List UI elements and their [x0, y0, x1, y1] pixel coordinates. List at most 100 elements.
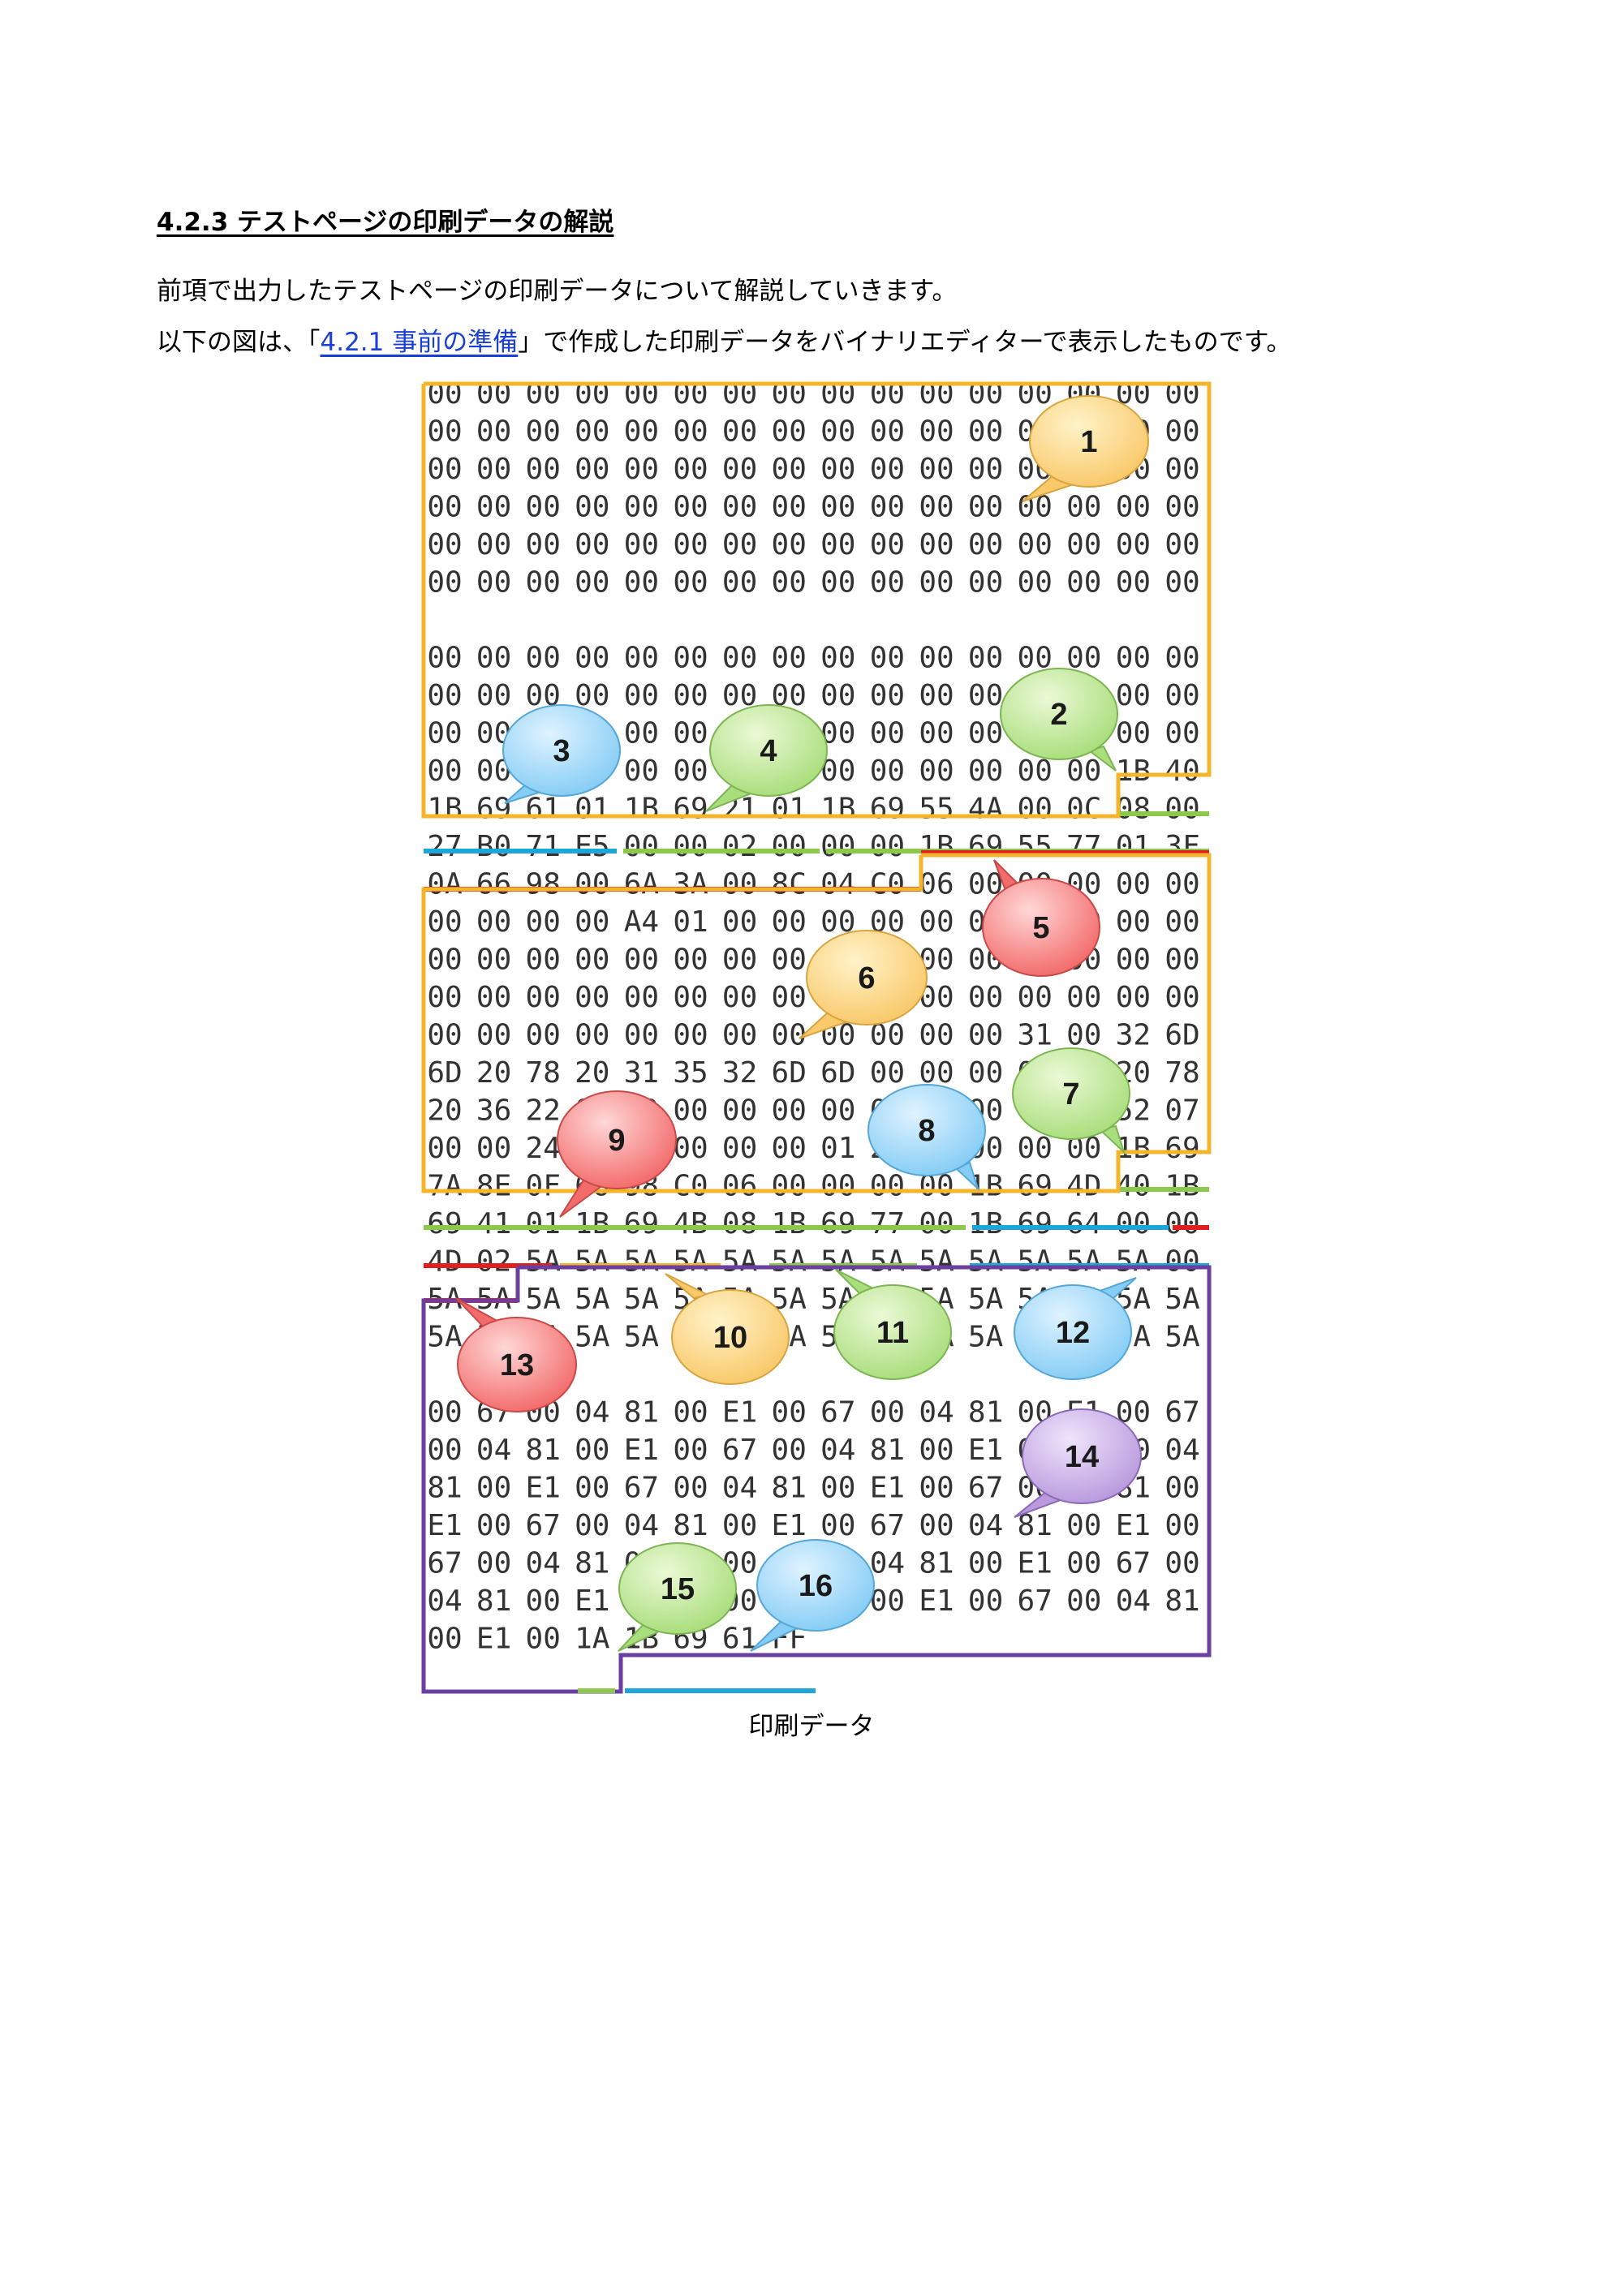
callout-15: 15 [618, 1542, 737, 1652]
link-prep-section[interactable]: 4.2.1 事前の準備 [320, 328, 519, 357]
hex-byte: 04 [1165, 1434, 1199, 1467]
callout-number: 10 [713, 1321, 747, 1355]
hex-byte: 1B [624, 793, 659, 826]
hex-byte: 00 [1018, 1132, 1053, 1165]
hex-byte: 00 [427, 642, 462, 675]
hex-byte: 5A [624, 1321, 660, 1354]
hex-byte: 6D [820, 1056, 855, 1090]
hex-byte: 08 [1116, 793, 1151, 826]
hex-byte: 00 [772, 566, 807, 600]
hex-byte: 00 [427, 491, 462, 524]
callout-bubble [982, 878, 1100, 977]
hex-byte: 41 [476, 1207, 511, 1240]
hex-byte: 67 [624, 1472, 659, 1505]
hex-byte: 1B [968, 1207, 1003, 1240]
hex-byte: 06 [722, 1170, 757, 1203]
hex-byte: 00 [772, 415, 807, 449]
hex-byte: 0C [1066, 793, 1101, 826]
hex-byte: 00 [919, 453, 954, 486]
hex-byte: 00 [968, 491, 1003, 524]
hex-byte: 00 [870, 1584, 905, 1618]
hex-byte: 00 [526, 905, 561, 939]
callout-bubble [833, 1284, 952, 1380]
hex-byte: 00 [1116, 528, 1151, 561]
hex-byte: 00 [722, 491, 757, 524]
hex-byte: 00 [673, 528, 708, 561]
callout-bubble [1012, 1047, 1130, 1140]
hex-byte: B0 [476, 830, 511, 863]
hex-byte: 00 [575, 905, 609, 939]
hex-byte: 04 [820, 868, 855, 901]
hex-byte: 69 [1018, 1170, 1053, 1203]
hex-byte: 00 [772, 1170, 807, 1203]
hex-byte: E1 [575, 1584, 609, 1618]
callout-number: 11 [876, 1316, 909, 1350]
hex-byte: 00 [820, 1509, 855, 1542]
callout-bubble [557, 1090, 677, 1189]
hex-byte: 04 [722, 1472, 757, 1505]
hex-byte: 00 [1066, 566, 1101, 600]
hex-byte: 00 [1066, 755, 1101, 788]
hex-byte: 1B [820, 793, 855, 826]
hex-byte: 00 [870, 717, 905, 750]
hex-byte: 77 [870, 1207, 905, 1240]
hex-byte: 20 [476, 1056, 511, 1090]
hex-byte: 00 [476, 1472, 511, 1505]
hex-byte: 00 [624, 642, 659, 675]
hex-byte: E1 [427, 1509, 462, 1542]
hex-byte: 00 [722, 453, 757, 486]
callout-number: 7 [1062, 1077, 1079, 1111]
hex-byte: 00 [722, 944, 757, 977]
hex-byte: 5A [1018, 1245, 1053, 1279]
hex-byte: 00 [624, 717, 659, 750]
hex-byte: 67 [820, 1396, 855, 1430]
hex-byte: 1B [1165, 1170, 1199, 1203]
hex-byte: 00 [968, 642, 1003, 675]
hex-byte: 00 [476, 1509, 511, 1542]
callout-13: 13 [455, 1297, 577, 1412]
hex-byte: 00 [1066, 528, 1101, 561]
callout-number: 13 [500, 1348, 534, 1382]
hex-byte: 00 [1018, 793, 1053, 826]
hex-byte: 00 [427, 453, 462, 486]
hex-byte: 36 [476, 1094, 511, 1128]
hex-byte: 1A [575, 1623, 610, 1656]
hex-byte: 00 [772, 1434, 807, 1467]
hex-byte: 00 [1116, 566, 1151, 600]
hex-byte: 69 [820, 1207, 855, 1240]
hex-byte: 00 [1116, 1207, 1151, 1240]
hex-byte: 00 [673, 944, 708, 977]
hex-byte: 81 [673, 1509, 708, 1542]
hex-byte: 3A [673, 868, 708, 901]
hex-byte: 22 [526, 1094, 561, 1128]
hex-byte: 5A [575, 1245, 610, 1279]
hex-byte: 00 [1018, 981, 1053, 1014]
hex-byte: 00 [624, 528, 659, 561]
hex-byte: 00 [624, 491, 659, 524]
callout-14: 14 [1014, 1408, 1142, 1518]
callout-8: 8 [867, 1084, 986, 1192]
hex-byte: 1B [772, 1207, 807, 1240]
hex-byte: 00 [427, 755, 462, 788]
hex-byte: 00 [820, 642, 855, 675]
hex-byte: 69 [968, 830, 1003, 863]
hex-byte: 00 [1165, 868, 1199, 901]
hex-byte: 00 [968, 453, 1003, 486]
hex-byte: 00 [919, 566, 954, 600]
hex-byte: 00 [673, 642, 708, 675]
hex-byte: 00 [1116, 868, 1151, 901]
hex-byte: 00 [673, 1472, 708, 1505]
hex-byte: 3F [1165, 830, 1199, 863]
hex-byte: 00 [870, 453, 905, 486]
hex-byte: 00 [919, 1509, 954, 1542]
hex-byte: 5A [624, 1283, 660, 1316]
hex-byte: 35 [673, 1056, 708, 1090]
hex-byte: 00 [526, 981, 561, 1014]
hex-byte: 00 [722, 1094, 757, 1128]
hex-byte: 04 [624, 1509, 659, 1542]
hex-byte: 8E [476, 1170, 511, 1203]
hex-byte: 67 [526, 1509, 561, 1542]
hex-byte: 00 [673, 981, 708, 1014]
hex-byte: 00 [870, 679, 905, 712]
